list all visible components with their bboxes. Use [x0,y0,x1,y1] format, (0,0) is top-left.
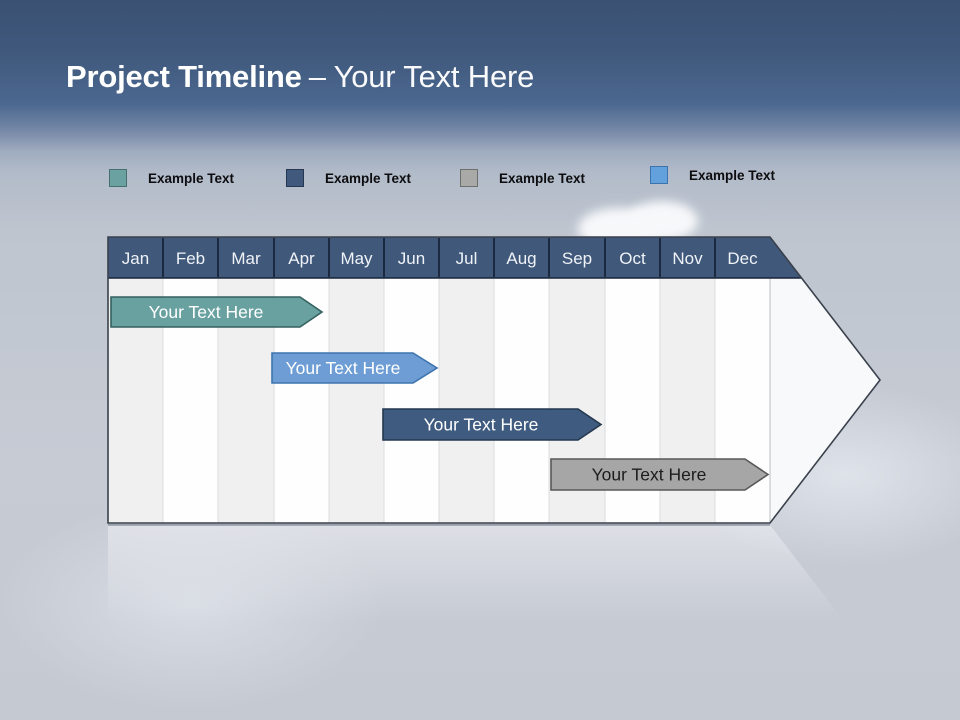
timeline-bar [271,352,439,384]
timeline-bar [550,458,770,491]
legend-label: Example Text [148,170,235,186]
month-labels: Jan Feb Mar Apr May Jun Jul Aug Sep Oct … [122,249,758,268]
month-label: Jan [122,249,149,268]
column-aug [494,237,549,523]
month-label: Dec [727,249,758,268]
legend-swatch [286,169,304,187]
table-reflection [108,525,880,720]
legend-item: Example Text [286,168,411,188]
month-label: Aug [506,249,536,268]
header-separators [108,238,802,279]
timeline-bar-label: Your Text Here [286,358,401,378]
legend-item: Example Text [460,168,585,188]
column-feb [163,237,218,523]
arrowhead-region [770,237,880,523]
legend-swatch [460,169,478,187]
month-label: Sep [562,249,592,268]
legend-swatch [650,166,668,184]
timeline-arrow-outline [107,236,882,524]
column-jan [108,237,163,523]
legend-label: Example Text [325,170,412,186]
column-mar [218,237,274,523]
timeline-bar [382,408,603,441]
month-label: Mar [231,249,261,268]
legend-label: Example Text [689,167,776,183]
month-label: Nov [672,249,703,268]
month-label: May [340,249,373,268]
month-header-band [108,237,802,278]
month-label: Feb [176,249,205,268]
legend-label: Example Text [499,170,586,186]
timeline-bars: Your Text Here Your Text Here Your Text … [110,296,770,491]
month-label: Jun [398,249,425,268]
title-suffix: – Your Text Here [308,59,535,94]
legend-swatch [109,169,127,187]
title-main: Project Timeline [66,59,302,94]
timeline-bar-label: Your Text Here [424,415,539,435]
timeline-bar-label: Your Text Here [592,465,707,485]
legend-item: Example Text [109,168,234,188]
timeline-bar [110,296,324,328]
month-label: Jul [456,249,478,268]
page-title: Project Timeline– Your Text Here [66,59,534,95]
month-label: Oct [619,249,646,268]
timeline-bar-label: Your Text Here [149,302,264,322]
month-columns [108,237,880,523]
column-jul [439,237,494,523]
legend-item: Example Text [650,165,775,185]
month-label: Apr [288,249,315,268]
